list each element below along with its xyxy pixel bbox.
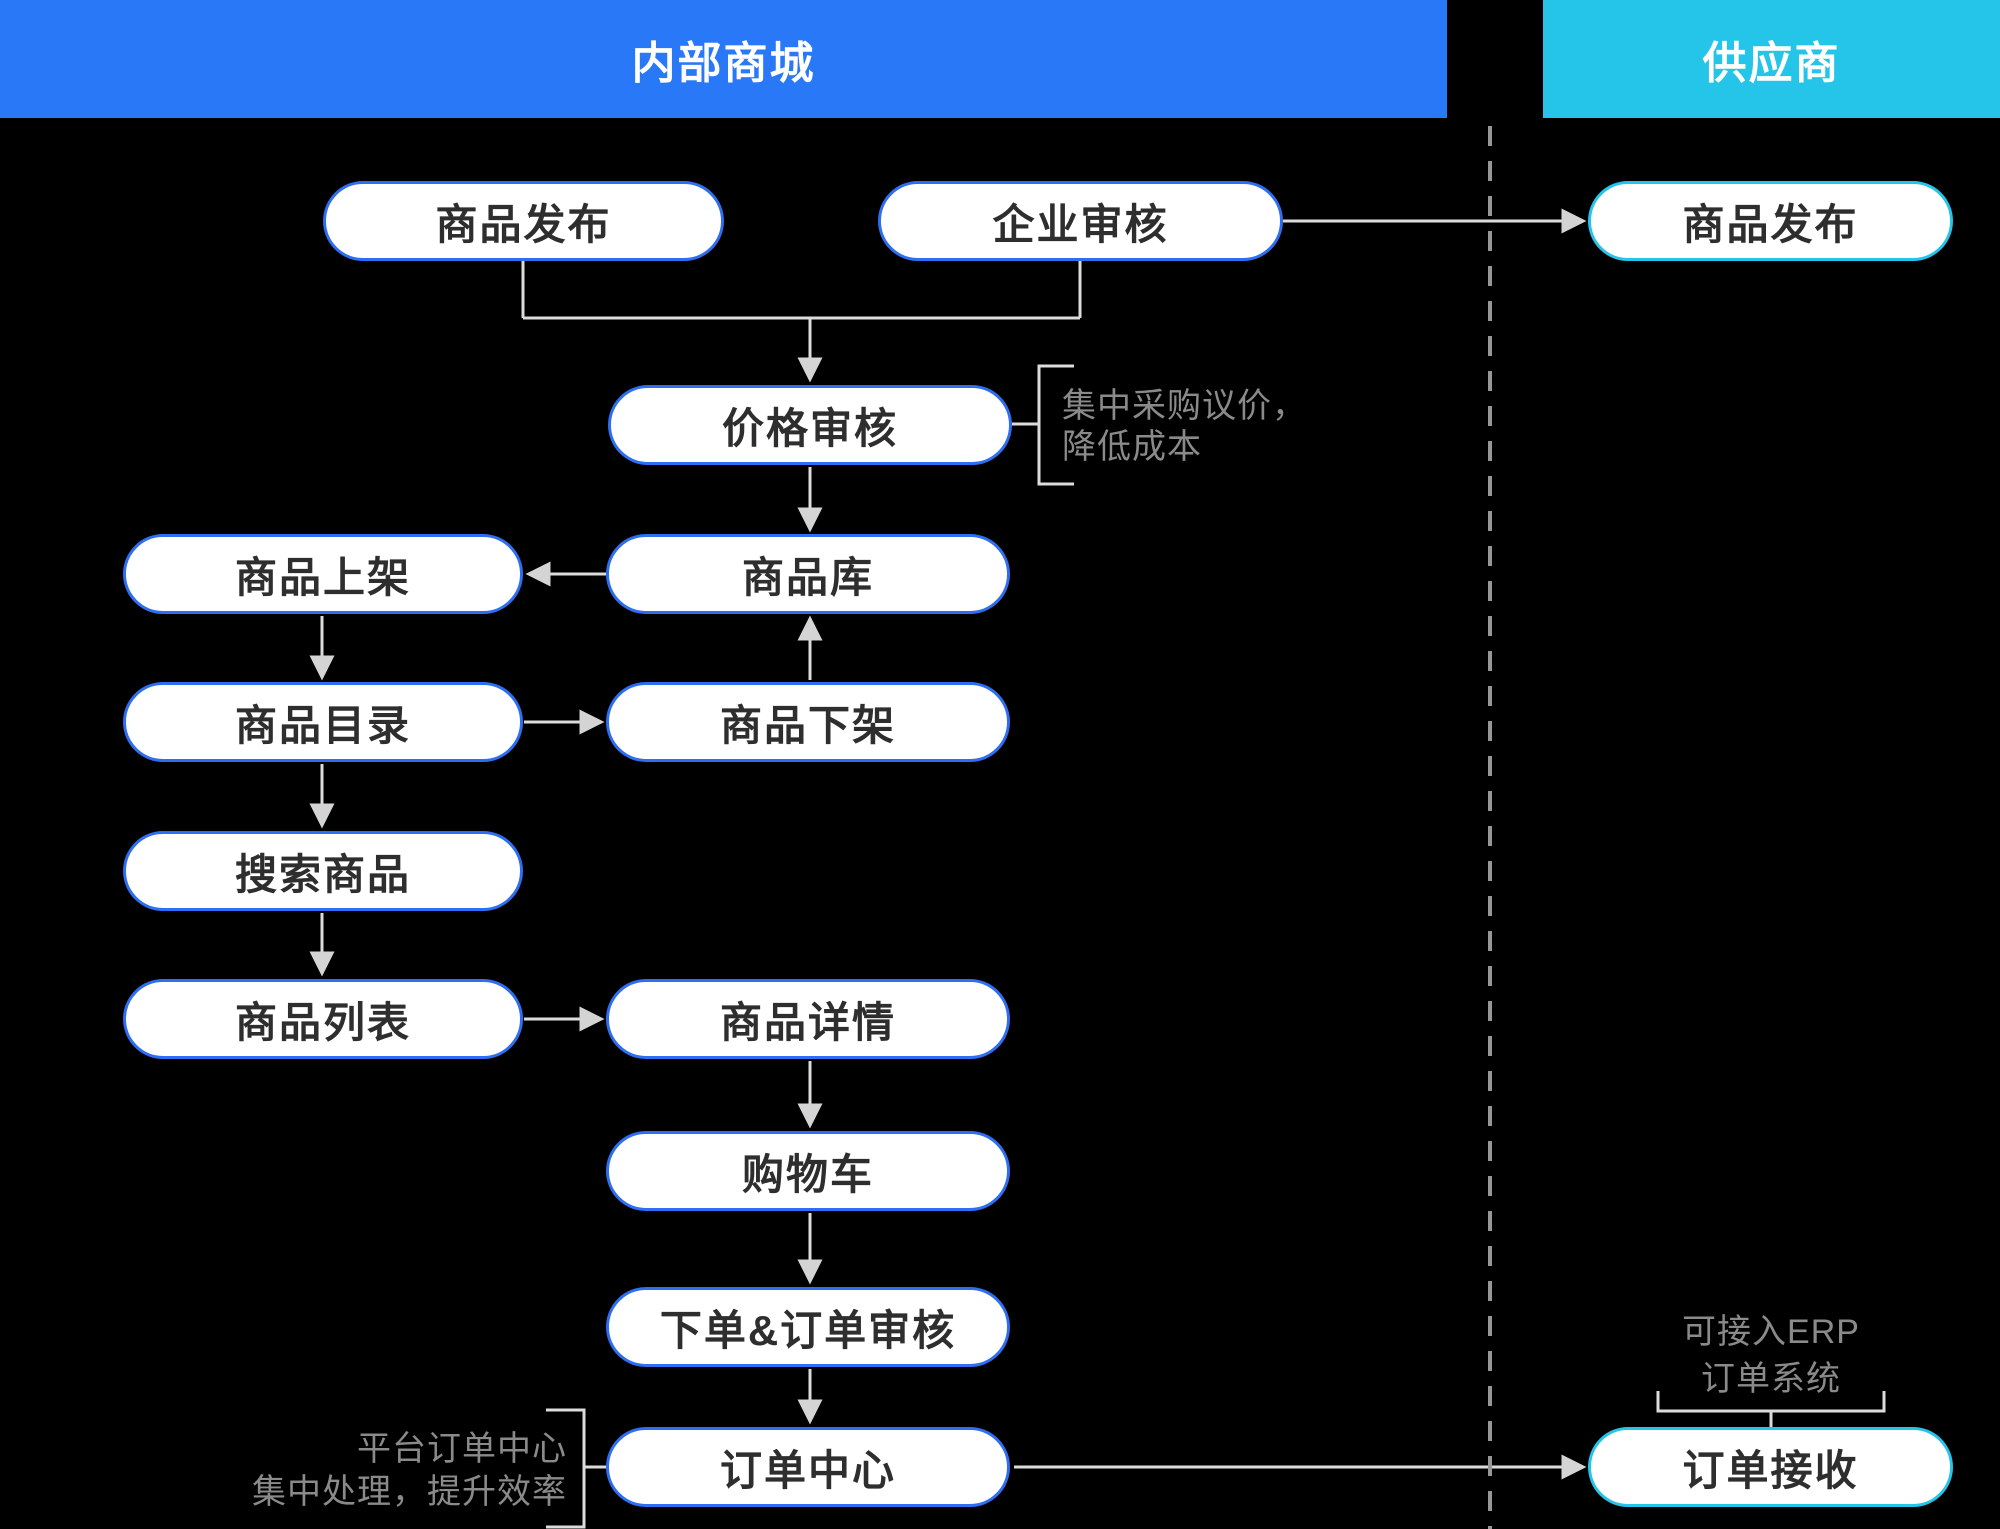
node-price-review: 价格审核 [608,385,1012,465]
node-product-search: 搜索商品 [123,831,523,911]
node-product-library: 商品库 [606,534,1010,614]
connector-merge-publish-review [521,261,1082,320]
node-product-catalog: 商品目录 [123,682,523,762]
node-product-publish-supplier: 商品发布 [1588,181,1953,261]
erp-note: 可接入ERP 订单系统 [1571,1309,1971,1403]
node-label: 搜索商品 [234,850,411,898]
supplier-header-label: 供应商 [1702,39,1841,88]
erp-note-bracket [1656,1391,1886,1428]
erp-note-line2: 订单系统 [1701,1360,1841,1398]
node-label: 商品列表 [234,998,411,1046]
node-enterprise-review: 企业审核 [878,181,1283,261]
node-label: 订单接收 [1682,1446,1859,1494]
node-product-listing: 商品上架 [123,534,523,614]
node-label: 商品下架 [719,701,896,749]
node-label: 商品详情 [719,998,896,1046]
order-center-note: 平台订单中心 集中处理，提升效率 [252,1428,567,1514]
node-product-detail: 商品详情 [606,979,1010,1059]
node-product-delisting: 商品下架 [606,682,1010,762]
internal-mall-header: 内部商城 [0,0,1447,118]
internal-mall-header-label: 内部商城 [631,39,816,88]
node-label: 商品库 [741,553,874,601]
node-label: 价格审核 [721,404,898,452]
order-center-note-line1: 平台订单中心 [357,1430,567,1468]
price-note-bracket [1012,364,1074,486]
node-label: 订单中心 [719,1446,896,1494]
order-center-note-line2: 集中处理，提升效率 [252,1473,567,1511]
erp-note-line1: 可接入ERP [1682,1313,1860,1351]
node-label: 下单&订单审核 [659,1306,957,1354]
node-product-list: 商品列表 [123,979,523,1059]
node-label: 企业审核 [992,200,1169,248]
price-review-note-line2: 降低成本 [1062,428,1202,466]
node-label: 购物车 [741,1150,874,1198]
node-order-receive: 订单接收 [1588,1427,1953,1507]
node-product-publish-internal: 商品发布 [323,181,724,261]
price-review-note-line1: 集中采购议价， [1062,387,1307,425]
order-note-bracket [546,1408,608,1529]
node-order-placement-review: 下单&订单审核 [606,1287,1010,1367]
node-label: 商品目录 [234,701,411,749]
node-label: 商品发布 [1682,200,1859,248]
node-label: 商品发布 [435,200,612,248]
supplier-header: 供应商 [1543,0,2000,118]
price-review-note: 集中采购议价， 降低成本 [1062,386,1307,468]
node-order-center: 订单中心 [606,1427,1010,1507]
node-label: 商品上架 [234,553,411,601]
node-shopping-cart: 购物车 [606,1131,1010,1211]
